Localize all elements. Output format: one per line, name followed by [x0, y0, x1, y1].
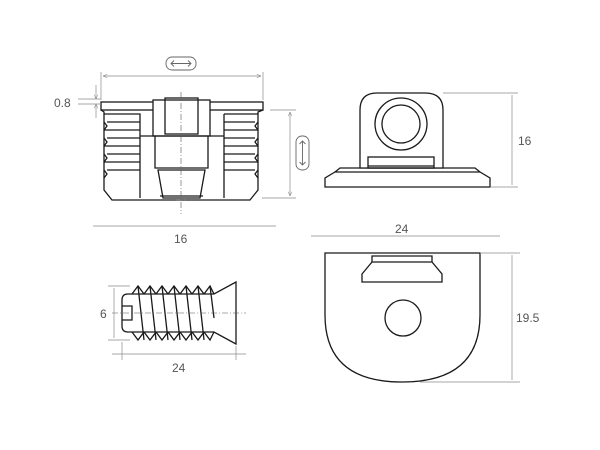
housing-height-dimension	[262, 109, 310, 199]
clip-front-view	[324, 252, 481, 383]
screw-view	[112, 280, 246, 346]
clip-side-view	[324, 92, 491, 188]
flange-thickness-dimension: 0.8	[54, 85, 101, 118]
clip-width-dimension: 24	[311, 222, 500, 237]
housing-view	[100, 92, 264, 214]
screw-diameter-dimension: 6	[100, 285, 130, 341]
dim-clip-width-label: 24	[395, 222, 409, 236]
horizontal-arrows-icon	[165, 56, 197, 71]
screw-length-dimension: 24	[112, 342, 246, 375]
clip-depth-dimension: 19.5	[420, 252, 540, 383]
dim-thickness-label: 0.8	[54, 96, 71, 110]
dim-width-label: 16	[174, 232, 188, 246]
dim-clip-height-label: 16	[518, 134, 532, 148]
clip-height-dimension: 16	[443, 92, 532, 188]
vertical-arrows-icon	[295, 135, 310, 171]
housing-width-dimension	[100, 56, 264, 100]
housing-bottom-dimension: 16	[93, 225, 276, 246]
dim-screw-length-label: 24	[172, 361, 186, 375]
dim-clip-depth-label: 19.5	[516, 311, 540, 325]
dim-screw-diameter-label: 6	[100, 307, 107, 321]
